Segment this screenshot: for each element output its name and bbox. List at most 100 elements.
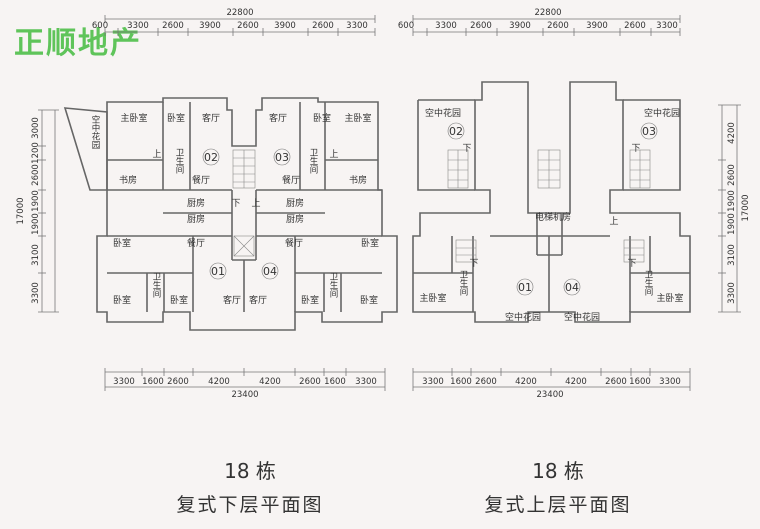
dim-top: 2600 xyxy=(237,21,259,31)
room-label-vertical: 卫生间 xyxy=(151,272,161,298)
plan-upper-dim-lines xyxy=(412,15,741,391)
dim-total-top: 22800 xyxy=(226,8,253,18)
dim-top: 3300 xyxy=(656,21,678,31)
dim-bottom: 2600 xyxy=(167,377,189,387)
dim-bottom: 2600 xyxy=(299,377,321,387)
dim-left: 1900 xyxy=(31,213,41,235)
unit-number: 04 xyxy=(263,265,277,278)
room-label: 空中花园 xyxy=(564,311,600,323)
dim-top: 3900 xyxy=(199,21,221,31)
room-label: 客厅 xyxy=(202,112,220,124)
plan-upper-room-labels: 空中花园 空中花园 下 下 电梯机房 上 下 下 主卧室 空中花园 空中花园 主… xyxy=(419,107,683,323)
room-label: 客厅 xyxy=(223,294,241,306)
plan-lower-building: 18 栋 xyxy=(224,459,276,483)
room-label: 电梯机房 xyxy=(535,211,571,223)
room-label: 主卧室 xyxy=(120,112,147,124)
dim-top: 2600 xyxy=(547,21,569,31)
plan-lower-unit-markers: 02 03 01 04 xyxy=(202,148,291,280)
plan-upper-walls xyxy=(412,81,691,323)
plan-lower-dim-lines xyxy=(38,15,386,391)
room-label: 厨房 xyxy=(187,197,205,209)
dim-left: 3000 xyxy=(31,117,41,139)
room-label: 下 xyxy=(462,144,471,154)
dim-top: 3300 xyxy=(127,21,149,31)
unit-number: 04 xyxy=(565,281,579,294)
room-label: 主卧室 xyxy=(419,292,446,304)
unit-number: 03 xyxy=(275,151,289,164)
dim-top: 3900 xyxy=(586,21,608,31)
room-label: 下 xyxy=(469,259,478,269)
room-label: 空中花园 xyxy=(644,107,680,119)
dim-bottom: 1600 xyxy=(324,377,346,387)
room-label: 厨房 xyxy=(286,197,304,209)
room-label: 空中花园 xyxy=(505,311,541,323)
dim-bottom: 3300 xyxy=(659,377,681,387)
room-label: 卧室 xyxy=(313,112,331,124)
plan-lower-dim-left: 3000 1200 2600 1900 1900 3100 3300 17000 xyxy=(16,117,41,304)
dim-total-bottom: 23400 xyxy=(536,390,563,400)
dim-bottom: 1600 xyxy=(142,377,164,387)
unit-number: 02 xyxy=(204,151,218,164)
plan-upper-building: 18 栋 xyxy=(532,459,584,483)
plan-lower-room-labels: 主卧室 卧室 客厅 客厅 卧室 主卧室 书房 书房 餐厅 餐厅 厨房 厨房 厨房… xyxy=(113,112,379,306)
room-label: 厨房 xyxy=(286,213,304,225)
dim-top: 3900 xyxy=(274,21,296,31)
dim-bottom: 3300 xyxy=(355,377,377,387)
room-label: 卧室 xyxy=(170,294,188,306)
dim-left: 3300 xyxy=(31,282,41,304)
room-label: 客厅 xyxy=(269,112,287,124)
room-label-vertical: 卫生间 xyxy=(308,148,318,174)
plan-lower-dim-text: 22800 600 3300 2600 3900 2600 3900 2600 … xyxy=(92,8,377,400)
room-label-vertical: 卫生间 xyxy=(643,270,653,296)
room-label: 餐厅 xyxy=(187,237,205,249)
dim-top: 2600 xyxy=(470,21,492,31)
room-label-vertical: 卫生间 xyxy=(328,272,338,298)
dim-bottom: 3300 xyxy=(113,377,135,387)
room-label: 下 xyxy=(627,259,636,269)
room-label: 书房 xyxy=(349,174,367,186)
room-label: 卧室 xyxy=(361,237,379,249)
room-label: 卧室 xyxy=(360,294,378,306)
room-label: 上 xyxy=(609,216,618,227)
room-label: 书房 xyxy=(119,174,137,186)
dim-bottom: 1600 xyxy=(450,377,472,387)
dim-right: 1900 xyxy=(727,213,737,235)
room-label: 空中花园 xyxy=(425,107,461,119)
room-label: 餐厅 xyxy=(285,237,303,249)
room-label-vertical: 空中花园 xyxy=(90,114,100,150)
unit-number: 02 xyxy=(449,125,463,138)
dim-total-bottom: 23400 xyxy=(231,390,258,400)
dim-bottom: 2600 xyxy=(475,377,497,387)
dim-total-top: 22800 xyxy=(534,8,561,18)
dim-bottom: 2600 xyxy=(605,377,627,387)
room-label: 卧室 xyxy=(113,237,131,249)
room-label: 下 xyxy=(631,144,640,154)
plan-upper-title: 复式上层平面图 xyxy=(484,494,632,516)
dim-bottom: 4200 xyxy=(259,377,281,387)
dim-left: 1900 xyxy=(31,190,41,212)
room-label: 卧室 xyxy=(167,112,185,124)
room-label: 餐厅 xyxy=(282,174,300,186)
plan-upper-unit-markers: 02 03 01 04 xyxy=(447,122,658,296)
dim-bottom: 3300 xyxy=(422,377,444,387)
room-label: 卧室 xyxy=(301,294,319,306)
dim-left-total: 17000 xyxy=(16,197,26,224)
dim-top: 3300 xyxy=(435,21,457,31)
dim-top: 3300 xyxy=(346,21,368,31)
dim-right: 3300 xyxy=(727,282,737,304)
plan-lower-title: 复式下层平面图 xyxy=(176,494,324,516)
unit-number: 03 xyxy=(642,125,656,138)
room-label: 下 xyxy=(231,199,240,209)
plan-upper-dim-text: 22800 600 3300 2600 3900 2600 3900 2600 … xyxy=(398,8,681,400)
plan-upper-stairs xyxy=(447,149,651,263)
room-label: 厨房 xyxy=(187,213,205,225)
room-label-vertical: 卫生间 xyxy=(458,270,468,296)
dim-right: 3100 xyxy=(727,244,737,266)
dim-right: 2600 xyxy=(727,164,737,186)
dim-top: 600 xyxy=(92,21,108,31)
dim-left: 2600 xyxy=(31,164,41,186)
plan-lower-stairs xyxy=(232,149,256,257)
room-label: 上 xyxy=(251,198,260,209)
dim-top: 2600 xyxy=(312,21,334,31)
dim-bottom: 4200 xyxy=(208,377,230,387)
